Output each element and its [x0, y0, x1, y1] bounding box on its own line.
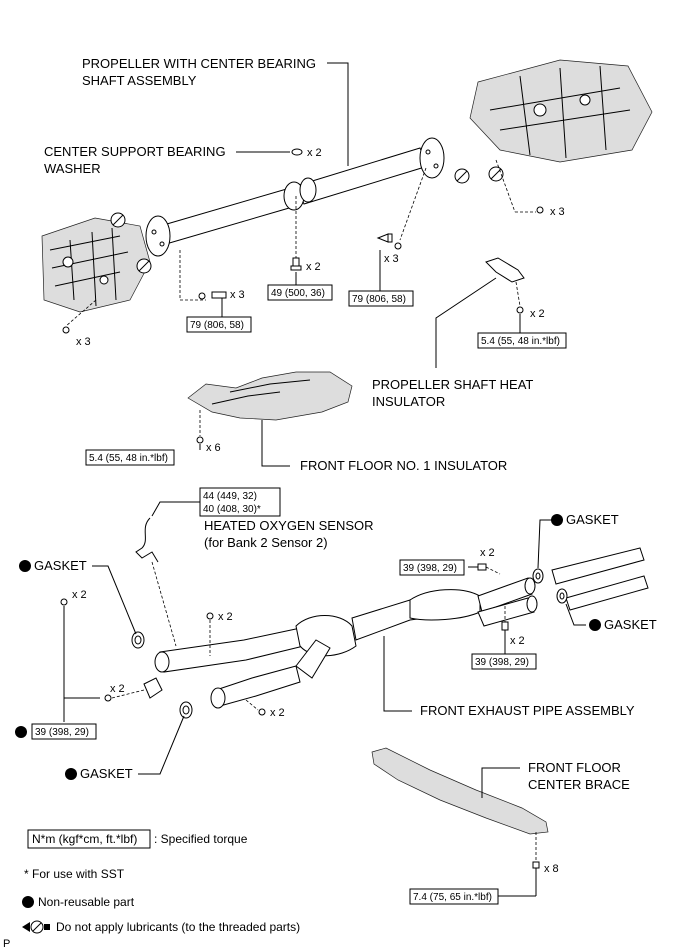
- bolt-icon: [290, 257, 302, 271]
- legend-nolube: Do not apply lubricants (to the threaded…: [56, 920, 300, 934]
- transmission-illustration: [41, 217, 151, 313]
- torque-54-left: 5.4 (55, 48 in.*lbf): [89, 453, 168, 464]
- qty-front-nut-upper: x 2: [72, 589, 87, 601]
- label-heat-insulator-line2: INSULATOR: [372, 394, 445, 409]
- nut-icon: [536, 206, 544, 214]
- torque-40: 40 (408, 30)*: [203, 504, 261, 515]
- label-exhaust-pipe: FRONT EXHAUST PIPE ASSEMBLY: [420, 703, 635, 718]
- propeller-heat-insulator: [485, 257, 525, 283]
- label-gasket-bottom: GASKET: [80, 766, 133, 781]
- bolt-icon: [477, 563, 487, 571]
- torque-79-right: 79 (806, 58): [352, 294, 406, 305]
- torque-39-left: 39 (398, 29): [35, 727, 89, 738]
- nonreusable-icon: [65, 768, 77, 780]
- legend-nonreusable: Non-reusable part: [38, 895, 135, 909]
- bolt-icon: [516, 306, 524, 314]
- label-gasket-right: GASKET: [604, 617, 657, 632]
- torque-box-oxygen: [199, 487, 281, 517]
- label-propeller-shaft-line1: PROPELLER WITH CENTER BEARING: [82, 56, 316, 71]
- torque-44: 44 (449, 32): [203, 491, 257, 502]
- nonreusable-icon: [22, 896, 34, 908]
- legend-sst: * For use with SST: [24, 867, 125, 881]
- nonreusable-icon: [551, 514, 563, 526]
- qty-rear-bolt-upper: x 2: [480, 547, 495, 559]
- bolt-icon: [258, 708, 266, 716]
- torque-39-upper: 39 (398, 29): [403, 563, 457, 574]
- legend-torque-units: N*m (kgf*cm, ft.*lbf): [32, 832, 137, 846]
- bolt-icon: [532, 861, 540, 869]
- nut-icon: [104, 694, 112, 702]
- differential-illustration: [469, 59, 653, 163]
- bolt-icon: [206, 612, 214, 620]
- qty-bracket-upper: x 2: [218, 611, 233, 623]
- rear-pipes: [551, 547, 649, 611]
- torque-box-39-left: [31, 723, 97, 740]
- center-brace: [371, 747, 549, 835]
- torque-box-54-right: [477, 332, 567, 349]
- label-oxygen-sensor-line2: (for Bank 2 Sensor 2): [204, 535, 328, 550]
- label-center-brace-line1: FRONT FLOOR: [528, 760, 621, 775]
- qty-trans-nut: x 3: [76, 336, 91, 348]
- torque-box-54-left: [85, 449, 175, 466]
- propeller-shaft-assembly: [145, 137, 445, 257]
- qty-rear-bolt-lower: x 2: [510, 635, 525, 647]
- torque-54-right: 5.4 (55, 48 in.*lbf): [481, 336, 560, 347]
- torque-box-49: [267, 284, 333, 301]
- qty-diff-nut: x 3: [550, 206, 565, 218]
- no-lubricant-legend-icon: [22, 920, 50, 934]
- legend-torque-desc: : Specified torque: [154, 832, 248, 846]
- nut-icon: [60, 598, 68, 606]
- torque-49: 49 (500, 36): [271, 288, 325, 299]
- washer-icon: [291, 148, 303, 156]
- nonreusable-icon: [19, 560, 31, 572]
- bolt-icon: [376, 233, 393, 243]
- qty-brace: x 8: [544, 863, 559, 875]
- qty-bracket-lower: x 2: [270, 707, 285, 719]
- label-gasket-top-right: GASKET: [566, 512, 619, 527]
- torque-39-lower: 39 (398, 29): [475, 657, 529, 668]
- torque-74: 7.4 (75, 65 in.*lbf): [413, 892, 492, 903]
- torque-box-39-lower: [471, 653, 537, 670]
- gasket-icon: [131, 568, 568, 719]
- bolt-icon: [211, 291, 227, 299]
- label-center-washer-line1: CENTER SUPPORT BEARING: [44, 144, 226, 159]
- nut-icon: [62, 326, 70, 334]
- torque-box-79-right: [348, 290, 414, 307]
- qty-heat-insulator: x 2: [530, 308, 545, 320]
- qty-floor-insulator: x 6: [206, 442, 221, 454]
- qty-diff-bolt: x 3: [384, 253, 399, 265]
- label-floor-insulator: FRONT FLOOR NO. 1 INSULATOR: [300, 458, 507, 473]
- qty-washer: x 2: [307, 147, 322, 159]
- label-center-brace-line2: CENTER BRACE: [528, 777, 630, 792]
- front-exhaust-pipe: [154, 577, 538, 709]
- oxygen-sensor: [135, 517, 159, 563]
- nonreusable-icon: [15, 726, 27, 738]
- torque-box-39-upper: [399, 559, 465, 576]
- label-gasket-front-left: GASKET: [34, 558, 87, 573]
- bolt-icon: [501, 621, 509, 631]
- bolt-icon: [196, 436, 204, 444]
- qty-center-bolt: x 2: [306, 261, 321, 273]
- torque-box-79-left: [186, 316, 252, 333]
- label-oxygen-sensor-line1: HEATED OXYGEN SENSOR: [204, 518, 374, 533]
- legend-torque-box: [27, 829, 151, 849]
- label-propeller-shaft-line2: SHAFT ASSEMBLY: [82, 73, 197, 88]
- qty-front-nut-lower: x 2: [110, 683, 125, 695]
- nonreusable-icon: [589, 619, 601, 631]
- label-heat-insulator-line1: PROPELLER SHAFT HEAT: [372, 377, 533, 392]
- front-floor-insulator: [187, 371, 353, 421]
- torque-79-left: 79 (806, 58): [190, 320, 244, 331]
- qty-trans-bolt: x 3: [230, 289, 245, 301]
- bracket: [143, 677, 163, 699]
- corner-mark: P: [3, 938, 10, 950]
- label-center-washer-line2: WASHER: [44, 161, 101, 176]
